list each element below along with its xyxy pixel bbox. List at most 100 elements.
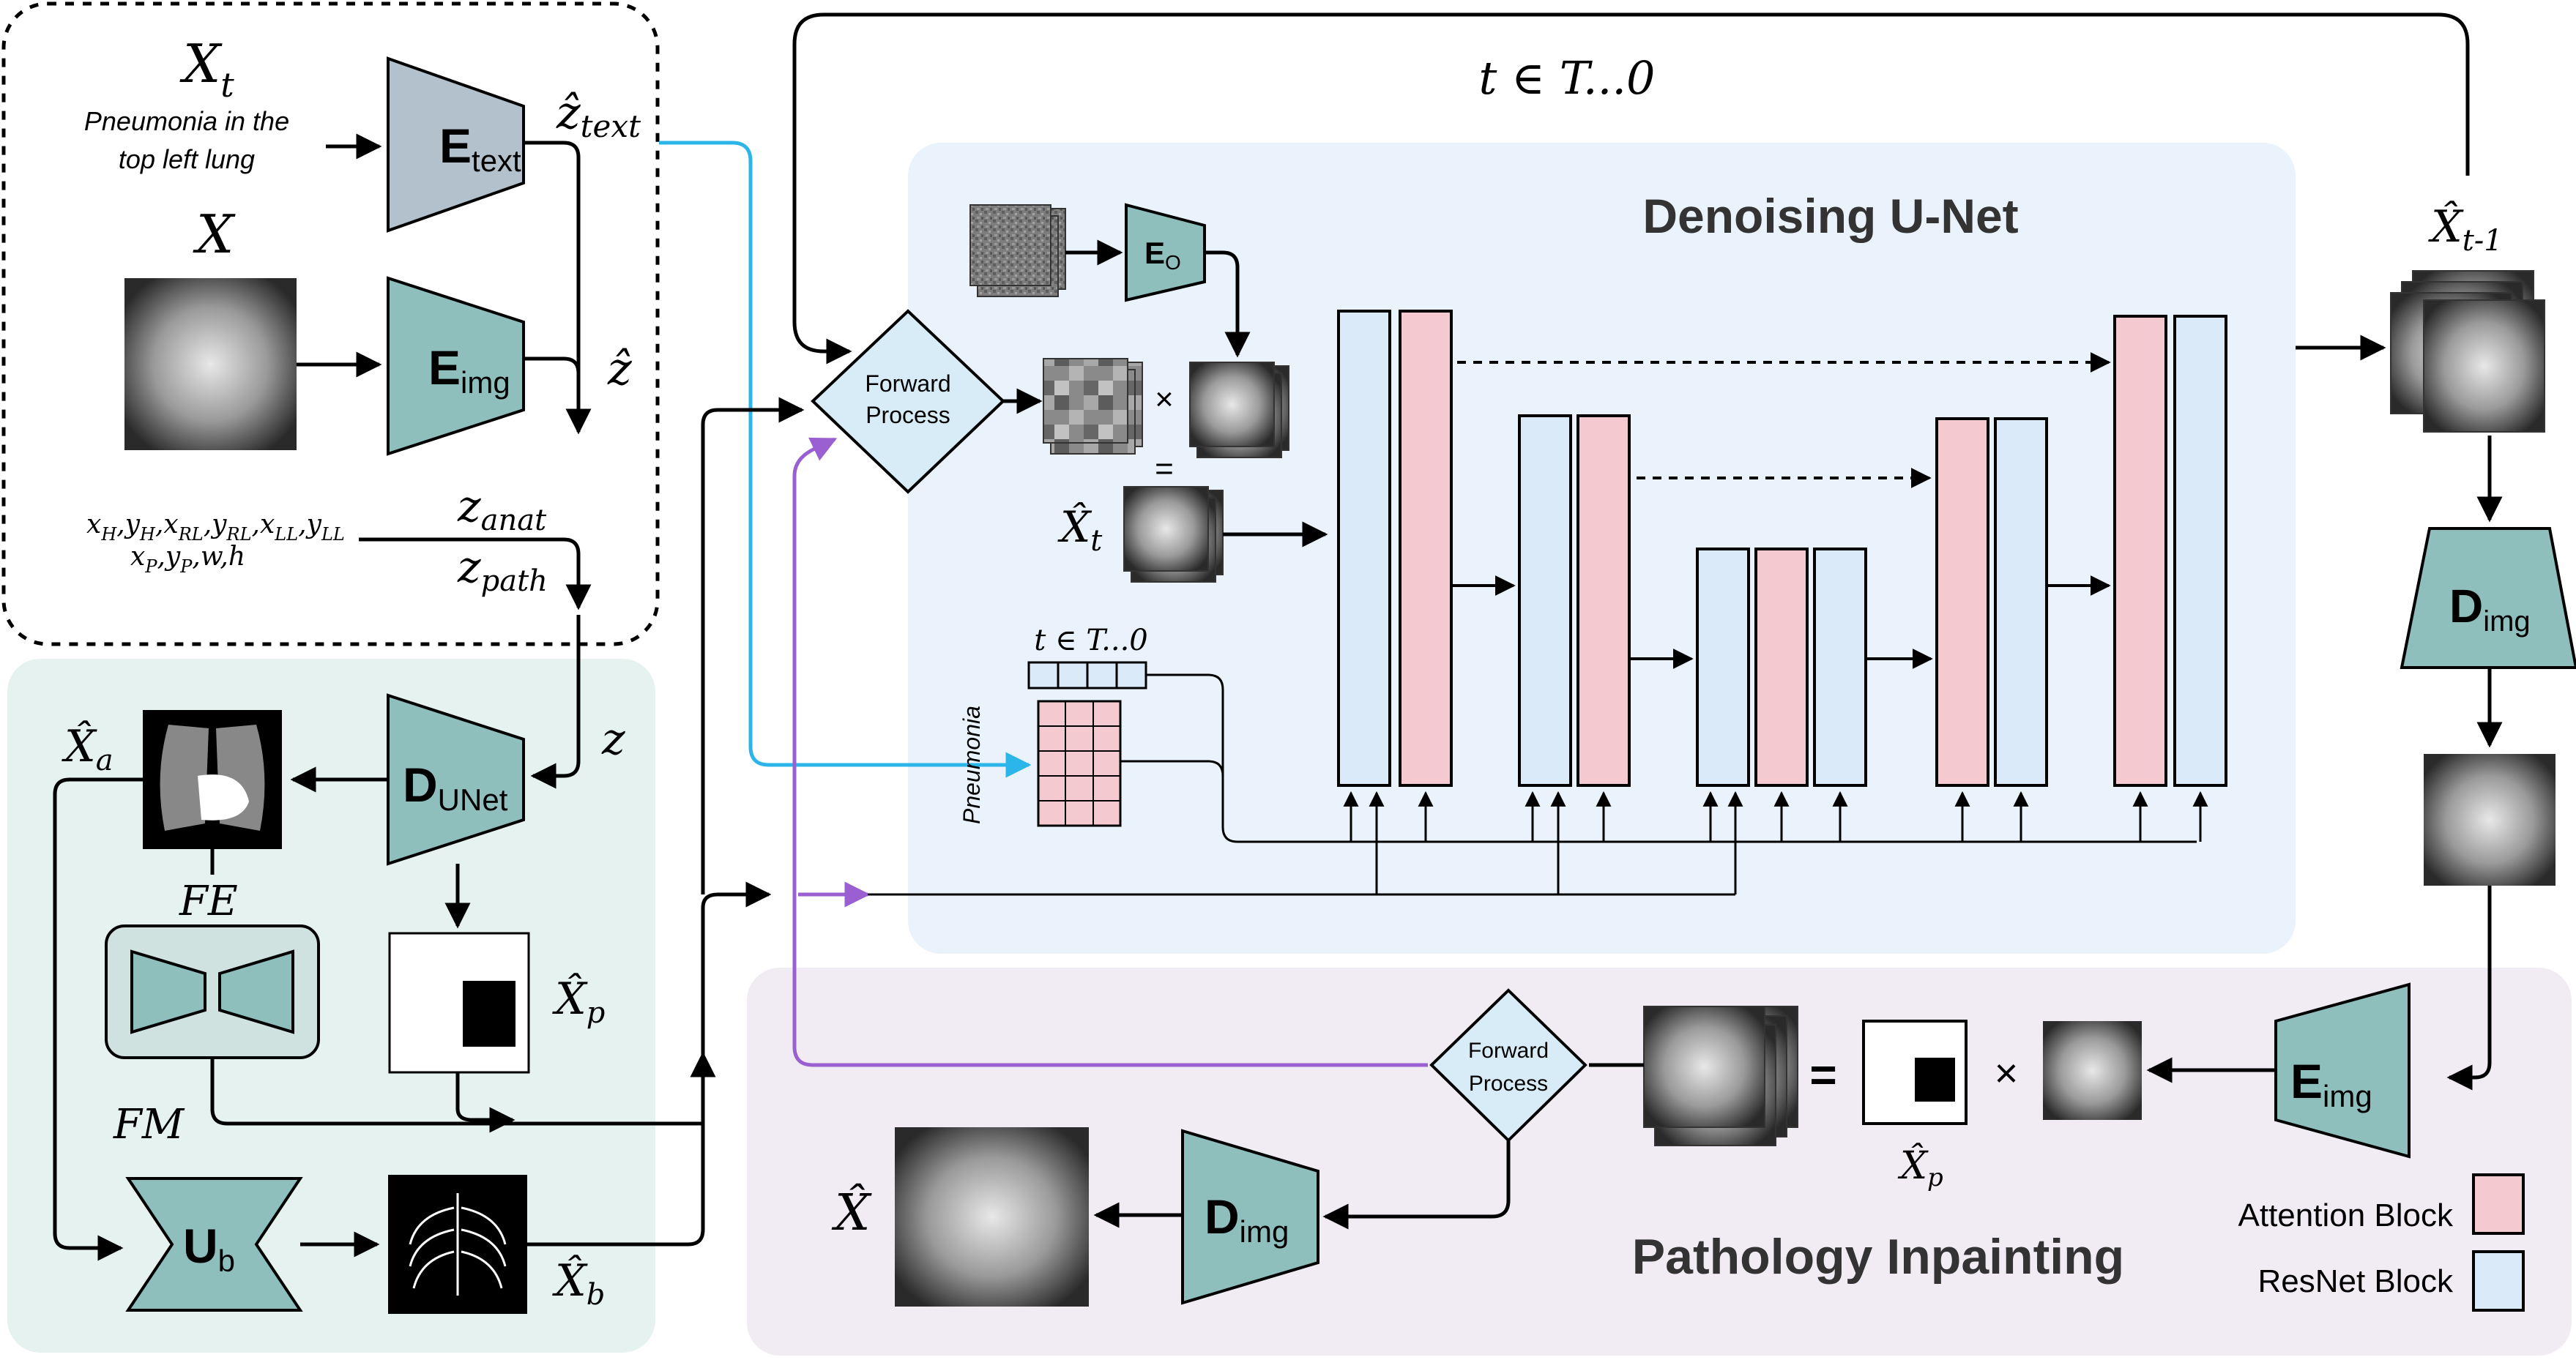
x-b-label: X̂b	[552, 1255, 605, 1312]
legend-resnet-label: ResNet Block	[2257, 1263, 2454, 1299]
attention-block	[1754, 548, 1809, 787]
timestep-label: t ∈ T...0	[1034, 624, 1148, 657]
resnet-block	[1337, 310, 1391, 787]
coords-line1: xH,yH,xRL,yRL,xLL,yLL	[86, 509, 345, 545]
text-cond-bus	[1120, 760, 1224, 777]
attention-block	[1399, 310, 1453, 787]
anatomy-heart	[198, 774, 249, 821]
unet-title: Denoising U-Net	[1642, 189, 2018, 243]
u-b-label: Ub	[183, 1219, 235, 1278]
attention-block	[2113, 315, 2167, 787]
forward-line1: Forward	[865, 370, 950, 397]
d-img-right-decoder	[2400, 527, 2576, 669]
resnet-block	[1518, 414, 1572, 787]
forward-line2: Process	[866, 402, 950, 428]
inpaint-stack	[1643, 1006, 1798, 1146]
unet-times: ×	[1155, 381, 1174, 417]
d-unet-label: DUNet	[403, 758, 508, 817]
inpaint-mask-region	[1915, 1058, 1955, 1102]
e-img-encoder	[387, 276, 525, 456]
prompt-line2: top left lung	[119, 144, 255, 174]
fm-label: FM	[113, 1101, 185, 1148]
resnet-block	[2173, 315, 2227, 787]
resnet-block	[1696, 548, 1750, 787]
inpainting-title: Pathology Inpainting	[1632, 1229, 2124, 1285]
x-image-label: X	[193, 203, 236, 265]
legend-attention-swatch	[2472, 1173, 2525, 1235]
attention-block	[1935, 417, 1989, 787]
d-img-bottom-decoder	[1181, 1129, 1319, 1305]
z-path-label: zpath	[457, 542, 548, 598]
z-hat-label: ẑ	[607, 342, 632, 395]
e-text-label: Etext	[439, 119, 521, 178]
inpaint-forward-line2: Process	[1469, 1072, 1548, 1096]
attention-block	[1577, 414, 1631, 787]
fe-label: FE	[179, 878, 238, 925]
e-img-label: Eimg	[428, 340, 510, 400]
cond-bus	[1146, 673, 2197, 843]
z-to-dunet	[530, 615, 581, 789]
text-embedding-grid	[1037, 700, 1122, 827]
x-t1-label: X̂t-1	[2428, 201, 2503, 258]
decoded-xray	[2424, 754, 2555, 886]
fm-to-merge	[210, 1058, 703, 1126]
legend-resnet-swatch	[2472, 1250, 2525, 1312]
forward-process-diamond	[811, 309, 1005, 494]
fm-decoder	[218, 949, 294, 1034]
text-embedding-path	[659, 141, 1032, 778]
cond-ticks	[1343, 791, 2208, 894]
bone-ribs	[409, 1193, 507, 1296]
resnet-block	[1813, 548, 1867, 787]
coords-line2: xP,yP,w,h	[130, 542, 245, 577]
merge-to-forward	[701, 397, 805, 894]
loop-arrow	[792, 12, 2470, 365]
eo-to-product	[1205, 250, 1251, 358]
noise-stack	[969, 204, 1066, 297]
z-anat-label: zanat	[457, 481, 547, 537]
merge-to-unet	[701, 881, 772, 1124]
z-text-hat-label: ẑtext	[556, 86, 641, 144]
pneumonia-label: Pneumonia	[958, 706, 985, 824]
inpaint-xray	[2043, 1021, 2142, 1120]
x-p-label: X̂p	[552, 973, 605, 1030]
eimg-to-z	[524, 356, 581, 395]
pathology-region	[463, 981, 515, 1047]
loop-label: t ∈ T...0	[1478, 51, 1655, 105]
input-xray	[124, 278, 297, 450]
inpaint-forward-line1: Forward	[1468, 1039, 1549, 1063]
coords-to-z	[359, 537, 592, 610]
d-unet-decoder	[387, 693, 525, 866]
z-label: z	[601, 714, 625, 765]
final-xray	[895, 1127, 1089, 1307]
xray-noise-stack	[1189, 362, 1289, 458]
bones-to-merge	[527, 1051, 716, 1247]
inpaint-equals: =	[1809, 1048, 1836, 1101]
timestep-embedding	[1027, 661, 1147, 690]
e-img-bottom-encoder	[2274, 982, 2411, 1159]
e-text-encoder	[387, 56, 525, 233]
unet-blocks	[1337, 310, 2227, 787]
inpainting-feedback-path	[792, 437, 1428, 1067]
resnet-block	[1994, 417, 2048, 787]
e-o-encoder	[1125, 203, 1206, 302]
blurred-noise-stack	[1043, 358, 1143, 455]
d-img-right-label: Dimg	[2449, 580, 2531, 638]
pathology-to-merge	[455, 1072, 515, 1133]
e-o-label: EO	[1144, 236, 1181, 274]
x-a-label: X̂a	[62, 720, 113, 777]
x-t1-stack	[2390, 270, 2545, 433]
conditioning-box	[1, 1, 660, 646]
x-t-hat-label: X̂t	[1057, 501, 1103, 558]
unet-equals: =	[1155, 451, 1174, 487]
u-b-network	[125, 1177, 303, 1312]
prompt-line1: Pneumonia in the	[84, 106, 289, 136]
d-img-bottom-label: Dimg	[1205, 1189, 1289, 1249]
e-img-bottom-label: Eimg	[2290, 1054, 2372, 1113]
x-t-label: Xt	[179, 33, 234, 105]
inpaint-times: ×	[1995, 1050, 2019, 1096]
legend-attention-label: Attention Block	[2238, 1198, 2454, 1233]
forward-to-dimg	[1322, 1140, 1511, 1230]
fm-encoder	[130, 949, 206, 1034]
inpaint-x-p-label: X̂p	[1897, 1143, 1943, 1192]
